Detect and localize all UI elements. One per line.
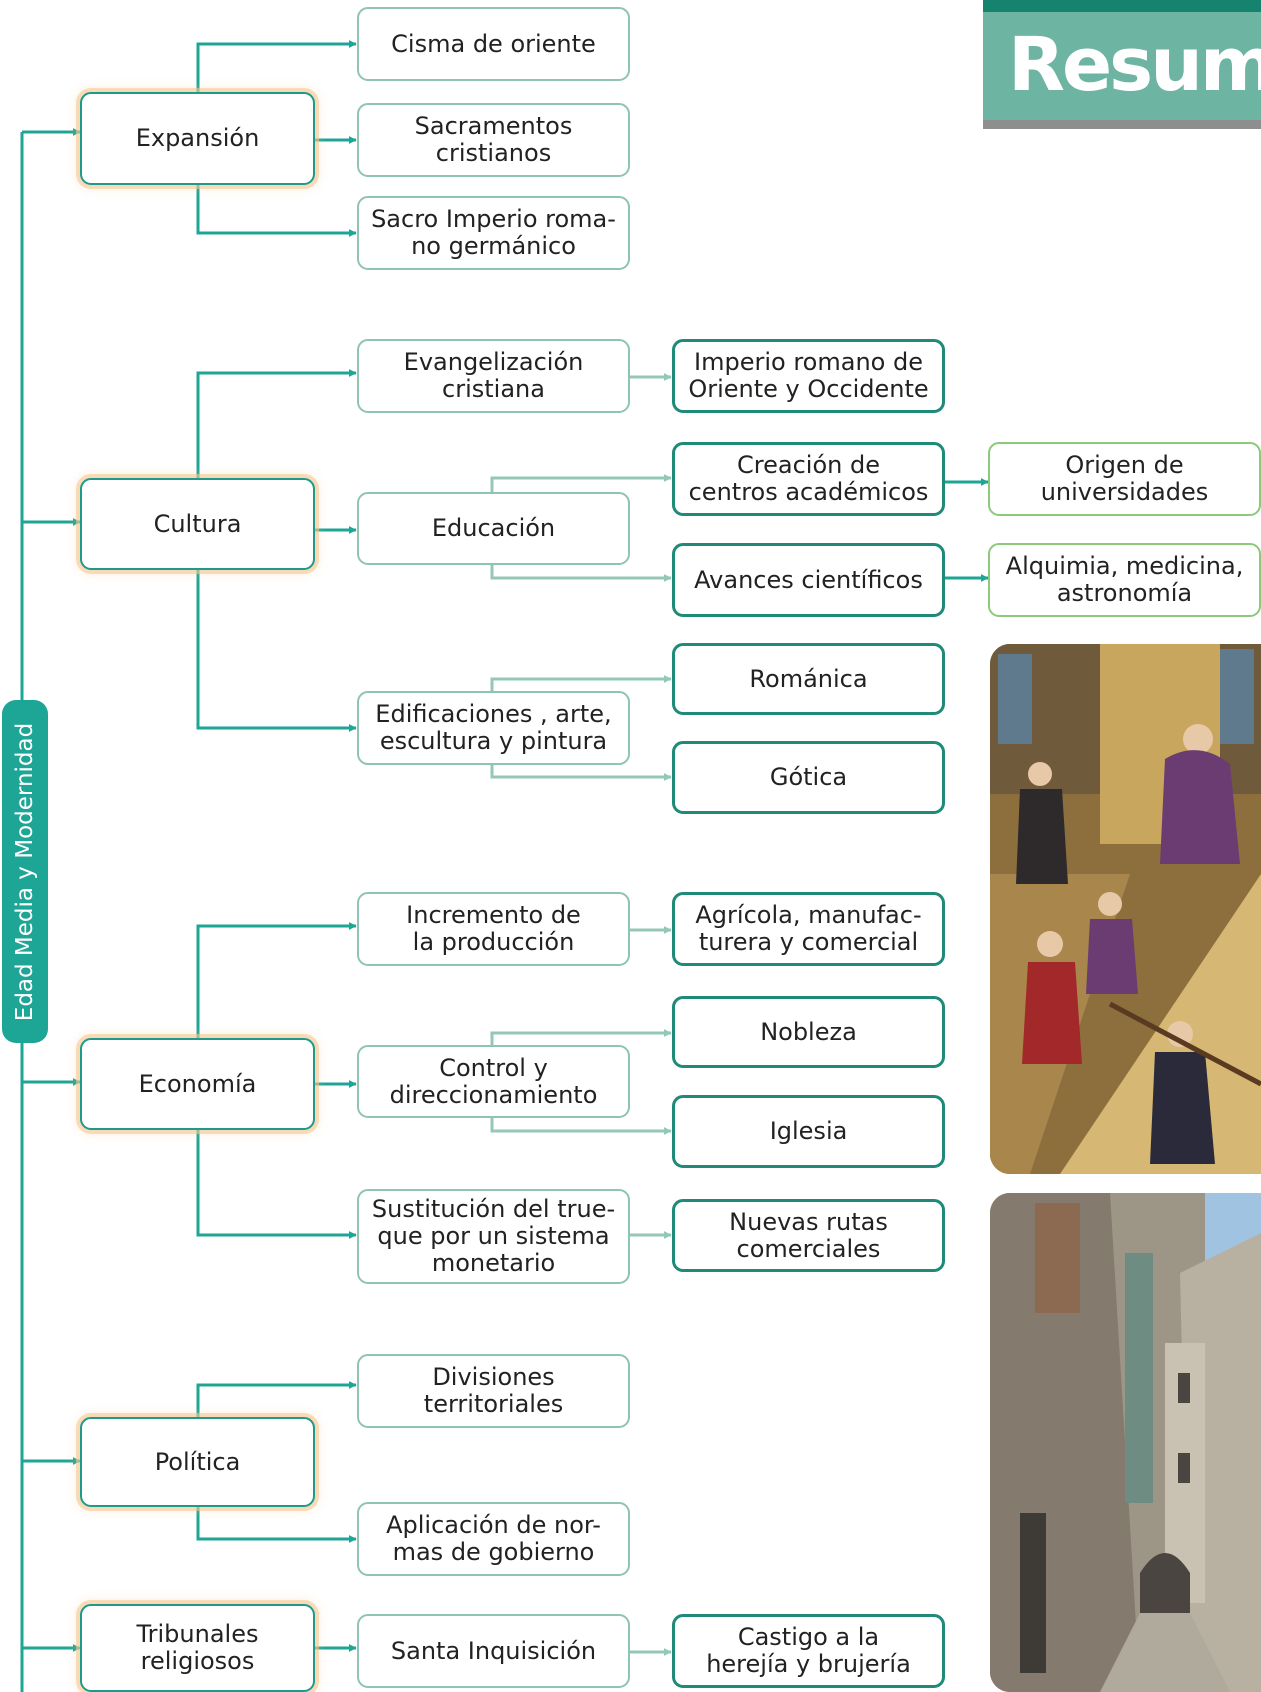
- link-edificaciones-romanica: [490, 675, 672, 691]
- node-imperio-romano: Imperio romano de Oriente y Occidente: [672, 339, 945, 413]
- medieval-classroom-image: [990, 644, 1261, 1174]
- node-cultura: Cultura: [80, 478, 315, 570]
- node-sacramentos-cristianos: Sacramentos cristianos: [357, 103, 630, 177]
- node-gotica: Gótica: [672, 741, 945, 814]
- link-politica-divisiones: [196, 1381, 357, 1417]
- root-label: Edad Media y Modernidad: [12, 722, 38, 1021]
- link-cultura-edificaciones: [196, 570, 357, 732]
- root-vertical-label: Edad Media y Modernidad: [2, 700, 48, 1043]
- node-control-direccionamiento: Control y direccionamiento: [357, 1045, 630, 1118]
- node-iglesia: Iglesia: [672, 1095, 945, 1168]
- title-shadow: [983, 120, 1261, 129]
- link-expansion-cisma: [196, 40, 357, 92]
- node-sustitucion-trueque: Sustitución del true- que por un sistema…: [357, 1189, 630, 1284]
- medieval-street-image: [990, 1193, 1261, 1692]
- node-nuevas-rutas: Nuevas rutas comerciales: [672, 1199, 945, 1272]
- title-banner: Resume: [983, 0, 1261, 129]
- node-expansion: Expansión: [80, 92, 315, 185]
- node-economia: Economía: [80, 1038, 315, 1130]
- node-castigo-herejia: Castigo a la herejía y brujería: [672, 1614, 945, 1688]
- node-cisma-de-oriente: Cisma de oriente: [357, 7, 630, 81]
- link-expansion-sacro: [196, 185, 357, 237]
- node-agricola: Agrícola, manufac- turera y comercial: [672, 892, 945, 966]
- node-alquimia: Alquimia, medicina, astronomía: [988, 543, 1261, 617]
- link-edificaciones-gotica: [490, 765, 672, 781]
- node-edificaciones: Edificaciones , arte, escultura y pintur…: [357, 691, 630, 765]
- node-divisiones-territoriales: Divisiones territoriales: [357, 1354, 630, 1428]
- node-creacion-centros: Creación de centros académicos: [672, 442, 945, 516]
- node-santa-inquisicion: Santa Inquisición: [357, 1614, 630, 1688]
- node-tribunales-religiosos: Tribunales religiosos: [80, 1604, 315, 1692]
- node-avances-cientificos: Avances científicos: [672, 543, 945, 617]
- link-control-iglesia: [490, 1118, 672, 1135]
- title-stripe: [983, 0, 1261, 12]
- link-educacion-creacion: [490, 474, 672, 492]
- link-educacion-avances: [490, 565, 672, 582]
- link-control-nobleza: [490, 1029, 672, 1045]
- node-evangelizacion-cristiana: Evangelización cristiana: [357, 339, 630, 413]
- title-text: Resume: [1008, 22, 1261, 108]
- node-educacion: Educación: [357, 492, 630, 565]
- link-cultura-evangelizacion: [196, 369, 357, 478]
- node-origen-universidades: Origen de universidades: [988, 442, 1261, 516]
- link-economia-incremento: [196, 922, 357, 1038]
- node-aplicacion-normas: Aplicación de nor- mas de gobierno: [357, 1502, 630, 1576]
- node-incremento-produccion: Incremento de la producción: [357, 892, 630, 966]
- node-nobleza: Nobleza: [672, 996, 945, 1068]
- link-politica-aplicacion: [196, 1507, 357, 1543]
- node-romanica: Románica: [672, 643, 945, 715]
- node-sacro-imperio: Sacro Imperio roma- no germánico: [357, 196, 630, 270]
- node-politica: Política: [80, 1417, 315, 1507]
- link-economia-sustitucion: [196, 1130, 357, 1239]
